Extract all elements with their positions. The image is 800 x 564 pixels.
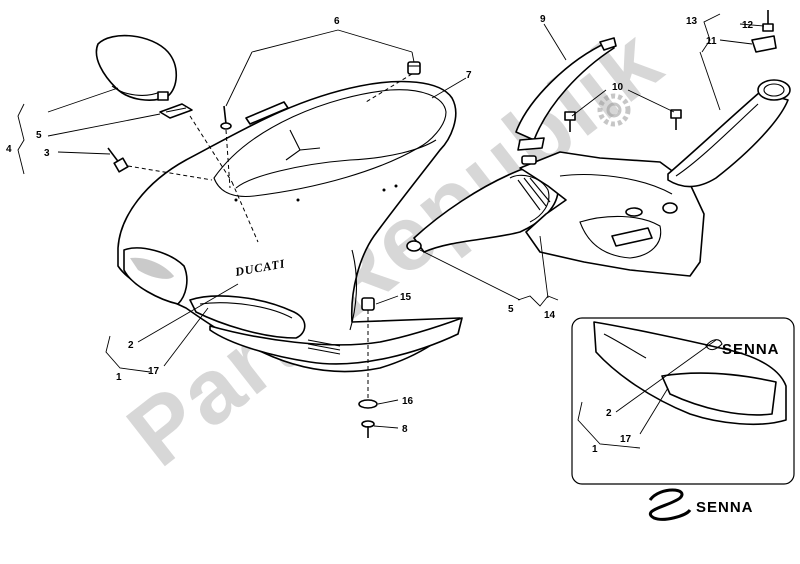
intake-tube-part[interactable] xyxy=(667,79,791,188)
duct-ribs xyxy=(517,177,551,211)
callout-11: 11 xyxy=(706,36,717,47)
callout-6: 6 xyxy=(334,16,340,27)
callout-2-inset: 2 xyxy=(606,408,612,419)
mirror-gasket-part[interactable] xyxy=(159,103,193,119)
callout-4: 4 xyxy=(6,144,12,155)
instrument-panel-part[interactable] xyxy=(519,151,705,277)
intake-bracket-part[interactable] xyxy=(515,37,617,151)
grommet-15-part[interactable] xyxy=(361,297,375,311)
callout-5-right: 5 xyxy=(508,304,514,315)
callout-14: 14 xyxy=(544,310,556,321)
callout-8: 8 xyxy=(402,424,408,435)
gear-icon xyxy=(597,93,631,127)
screw-10-right-part[interactable] xyxy=(670,109,682,130)
callout-labels: 6 7 4 5 3 9 10 13 12 11 5 14 15 16 8 2 1… xyxy=(6,14,754,455)
callout-2: 2 xyxy=(128,340,134,351)
callout-1: 1 xyxy=(116,372,122,383)
senna-logo: SENNA xyxy=(648,488,754,521)
front-fairing-part[interactable]: DUCATI xyxy=(117,80,463,373)
callout-16: 16 xyxy=(402,396,414,407)
callout-17-inset: 17 xyxy=(620,434,632,445)
screw-3-part[interactable] xyxy=(107,147,129,173)
screw-12-part[interactable] xyxy=(762,10,774,32)
inset-brand-text: SENNA xyxy=(722,341,780,358)
callout-13: 13 xyxy=(686,16,698,27)
washer-16-part[interactable] xyxy=(358,399,378,409)
grommet-6-part[interactable] xyxy=(407,61,421,75)
inset-panel: SENNA xyxy=(571,317,795,485)
clip-11-part[interactable] xyxy=(751,35,777,53)
callout-7: 7 xyxy=(466,70,472,81)
callout-12: 12 xyxy=(742,20,754,31)
callout-5-left: 5 xyxy=(36,130,42,141)
vent-grille xyxy=(307,339,341,355)
callout-3: 3 xyxy=(44,148,50,159)
mirror-part[interactable] xyxy=(95,34,178,101)
callout-9: 9 xyxy=(540,14,546,25)
callout-15: 15 xyxy=(400,292,412,303)
screw-8-part[interactable] xyxy=(361,420,375,438)
callout-17: 17 xyxy=(148,366,160,377)
callout-1-inset: 1 xyxy=(592,444,598,455)
air-duct-part[interactable] xyxy=(406,167,559,253)
screw-6-part[interactable] xyxy=(220,105,232,130)
callout-10: 10 xyxy=(612,82,624,93)
trim-strip-part[interactable] xyxy=(245,101,289,125)
senna-logo-text: SENNA xyxy=(696,499,754,516)
screw-10-left-part[interactable] xyxy=(564,111,576,132)
leader-lines xyxy=(17,13,765,449)
